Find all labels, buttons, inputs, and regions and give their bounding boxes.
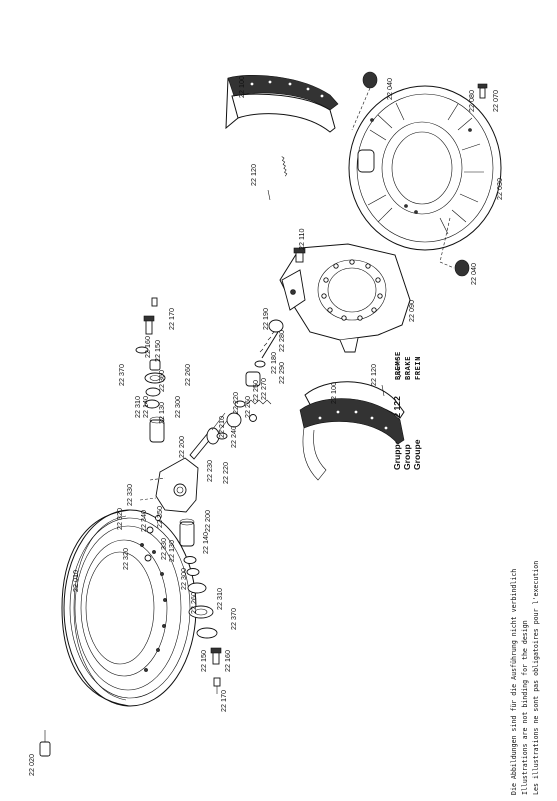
label-22230: 22 230 [205, 460, 214, 482]
label-22130-lower: 22 130 [167, 540, 176, 562]
label-22260-lower: 22 260 [189, 592, 198, 614]
label-22020: 22 020 [27, 754, 36, 776]
label-22310-upper: 22 310 [133, 396, 142, 418]
label-22030: 22 030 [495, 178, 504, 200]
label-22300-lower: 22 300 [179, 568, 188, 590]
inspection-plug-lower [439, 217, 470, 277]
label-22290: 22 290 [277, 362, 286, 384]
label-22220-lower: 22 220 [221, 462, 230, 484]
label-22070: 22 070 [491, 90, 500, 112]
inspection-plug-upper [351, 71, 378, 131]
label-22040-lower: 22 040 [469, 263, 478, 285]
label-22160-lower: 22 160 [223, 650, 232, 672]
brake-spider [279, 243, 411, 353]
dust-shield [348, 85, 502, 251]
dust-shield-holes [370, 118, 472, 214]
dust-shield-ribs [367, 102, 484, 235]
lower-component-stack [144, 515, 222, 694]
return-spring-lower [381, 358, 402, 397]
label-22370-lower: 22 370 [229, 608, 238, 630]
label-22310-lower: 22 310 [215, 588, 224, 610]
label-22200-lower: 22 200 [203, 510, 212, 532]
label-22110: 22 110 [297, 229, 306, 250]
label-22200-upper: 22 200 [177, 436, 186, 458]
label-22330-upper: 22 330 [125, 484, 134, 506]
label-22100-upper: 22 100 [237, 76, 246, 98]
spider-bolt-22110 [293, 247, 306, 263]
label-22370-upper: 22 370 [117, 364, 126, 386]
label-22330-lower: 22 330 [159, 538, 168, 560]
label-22120-upper: 22 120 [249, 164, 258, 186]
upper-pin [151, 297, 158, 307]
disclaimer-fr: Les illustrations ne sont pas obligatoir… [532, 561, 540, 795]
label-22150-upper: 22 150 [153, 340, 162, 362]
header-title-en: BRAKE [405, 356, 413, 380]
label-22100-lower: 22 100 [329, 382, 338, 404]
lower-pin [213, 677, 221, 694]
brake-shoe-upper [225, 74, 339, 133]
brake-shoe-lower [299, 381, 405, 481]
upper-bolt [143, 315, 155, 335]
label-22180: 22 180 [269, 352, 278, 374]
header-group-de: Gruppe [392, 439, 402, 470]
label-22120-lower: 22 120 [369, 364, 378, 386]
header-group-en: Group [402, 444, 412, 470]
adjuster-parts [216, 319, 284, 440]
brake-drum [39, 509, 197, 757]
label-22170-upper: 22 170 [167, 308, 176, 330]
cam-bracket [139, 457, 199, 513]
label-22090: 22 090 [407, 300, 416, 322]
label-22010: 22 010 [71, 570, 80, 592]
label-22150-lower: 22 150 [199, 650, 208, 672]
label-22250: 22 250 [251, 380, 260, 402]
label-22320-upper: 22 320 [115, 508, 124, 530]
disclaimer-en: Illustrations are not binding for the de… [521, 620, 529, 795]
label-22260-upper: 22 260 [183, 364, 192, 386]
label-22260-mid: 22 260 [243, 396, 252, 418]
header-group-fr: Groupe [412, 439, 422, 470]
return-spring-upper [267, 156, 288, 201]
label-22210: 22 210 [217, 416, 226, 438]
label-22280: 22 280 [277, 330, 286, 352]
label-22140-upper: 22 140 [141, 396, 150, 418]
upper-shoe-rivets [250, 80, 324, 98]
label-22170-lower: 22 170 [219, 690, 228, 712]
header-title-de: BREMSE [395, 351, 403, 380]
part-labels: 22 010 22 020 22 030 22 040 22 040 22 07… [27, 76, 504, 776]
group-header: Gruppe 4462 122 BREMSE Group BRAKE Group… [392, 351, 423, 470]
label-22350: 22 350 [155, 506, 164, 528]
label-22240: 22 240 [229, 426, 238, 448]
label-22080: 22 080 [467, 90, 476, 112]
label-22270: 22 270 [259, 378, 268, 400]
lower-shoe-rivets [318, 410, 388, 430]
upper-component-stack [135, 297, 166, 443]
label-22220-upper: 22 220 [231, 392, 240, 414]
drum-bolt-22020 [39, 730, 51, 757]
lower-bolt [210, 647, 222, 665]
label-22190: 22 190 [261, 308, 270, 330]
label-22320-lower: 22 320 [121, 548, 130, 570]
label-22340: 22 340 [139, 510, 148, 532]
disclaimer-de: Die Abbildungen sind für die Ausführung … [510, 569, 518, 795]
header-code: 4462 122 [392, 396, 402, 432]
screw-22070 [477, 83, 488, 99]
drum-bolt-holes [140, 543, 167, 672]
label-22140-lower: 22 140 [201, 532, 210, 554]
spider-bolt-holes [321, 259, 383, 321]
small-bushes [144, 515, 161, 562]
header-title-fr: FREIN [415, 356, 423, 380]
disclaimer: Die Abbildungen sind für die Ausführung … [510, 561, 540, 795]
label-22160-upper: 22 160 [143, 336, 152, 358]
label-22130-upper: 22 130 [157, 402, 166, 424]
label-22300-upper: 22 300 [173, 396, 182, 418]
label-22360: 22 360 [157, 370, 166, 392]
label-22040-upper: 22 040 [385, 78, 394, 100]
cam-shaft [189, 412, 231, 460]
